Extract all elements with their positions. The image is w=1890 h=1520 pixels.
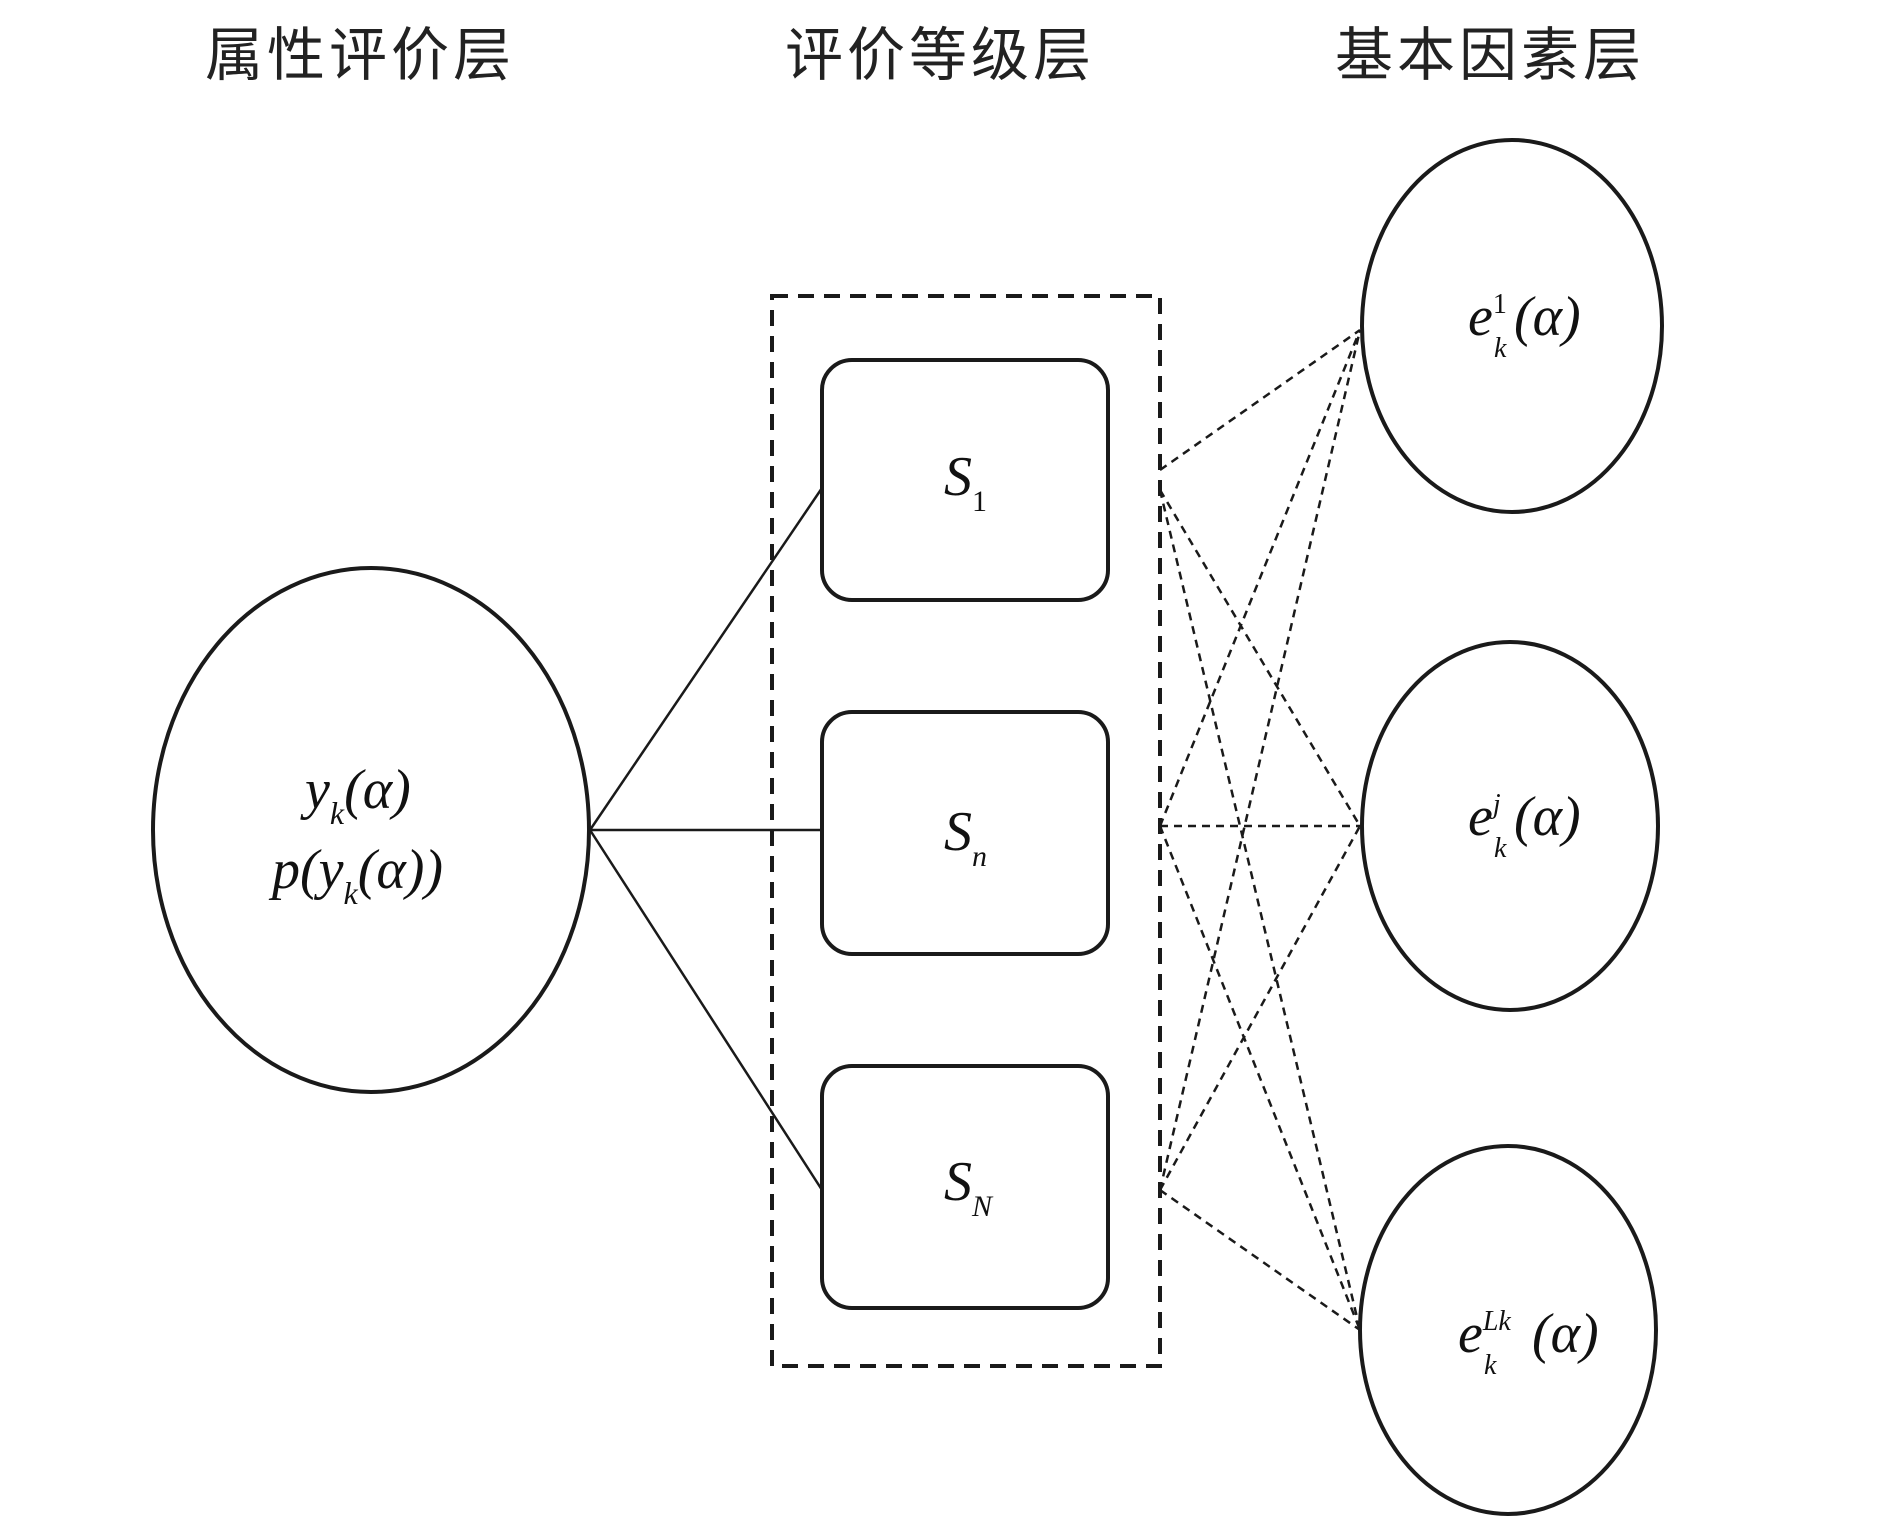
attribute-line2: p(yk(α)) bbox=[268, 839, 443, 911]
link-sN-eLk bbox=[1159, 1188, 1361, 1332]
grade-box-sn: Sn bbox=[820, 710, 1110, 956]
grade-box-s1: S1 bbox=[820, 358, 1110, 602]
link-attribute-s1 bbox=[588, 487, 824, 831]
layer-title-attribute: 属性评价层 bbox=[205, 21, 515, 89]
link-attribute-sN bbox=[588, 829, 824, 1191]
attribute-grade-links bbox=[588, 487, 824, 1191]
grade-label-sn: Sn bbox=[944, 801, 987, 873]
grade-label-sN: SN bbox=[944, 1151, 994, 1223]
attribute-line1: yk(α) bbox=[300, 759, 411, 831]
grade-factor-links bbox=[1158, 328, 1362, 1332]
grade-group-box bbox=[770, 294, 1162, 1368]
grade-box-sN: SN bbox=[820, 1064, 1110, 1310]
link-sn-e1 bbox=[1158, 329, 1362, 827]
layer-title-grade: 评价等级层 bbox=[785, 21, 1095, 89]
attribute-node: yk(α) p(yk(α)) bbox=[151, 566, 591, 1094]
link-s1-eLk bbox=[1158, 489, 1362, 1331]
link-sN-e1 bbox=[1158, 329, 1362, 1191]
link-sn-eLk bbox=[1158, 825, 1362, 1331]
layer-title-basic: 基本因素层 bbox=[1335, 21, 1645, 89]
link-sN-ej bbox=[1158, 825, 1362, 1191]
grade-label-s1: S1 bbox=[944, 446, 987, 518]
link-s1-ej bbox=[1158, 489, 1362, 827]
link-s1-e1 bbox=[1159, 328, 1361, 472]
